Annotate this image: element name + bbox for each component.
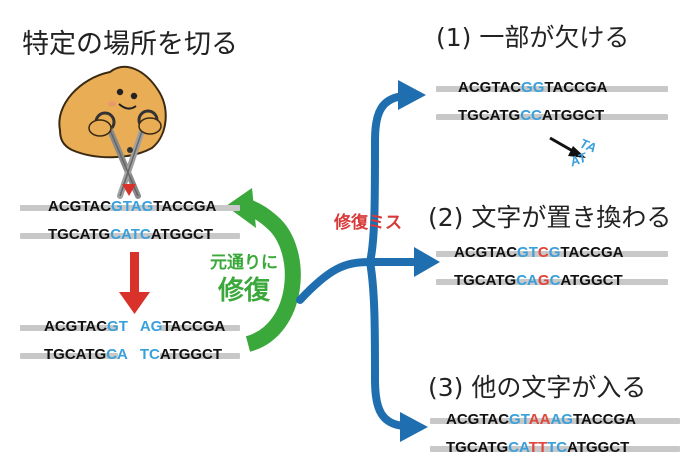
- seq-target: TC: [547, 439, 568, 456]
- seq-target: CC: [520, 107, 542, 124]
- seq-target: CA: [508, 439, 529, 456]
- case1-bottom-strand: TGCATGCCATGGCT: [458, 107, 604, 125]
- removed-arrow-icon: [549, 136, 586, 158]
- case3-title: (3) 他の文字が入る: [428, 373, 647, 402]
- strand-line: [20, 205, 240, 211]
- main-title: 特定の場所を切る: [22, 29, 238, 60]
- seq-segment: ATGGCT: [159, 346, 223, 363]
- case3-top-strand: ACGTACGTAAAGTACCGA: [446, 411, 636, 429]
- case1-title: (1) 一部が欠ける: [436, 23, 630, 52]
- arrow-head-case2: [414, 247, 440, 277]
- strand-line: [436, 114, 668, 120]
- case1-top-strand: ACGTACGGTACCGA: [458, 79, 607, 97]
- strand-line: [160, 325, 240, 331]
- seq-segment: TACCGA: [162, 318, 226, 335]
- arrow-head-case3: [400, 412, 428, 442]
- cut-top-strand: ACGTACGT AGTACCGA: [44, 318, 225, 336]
- seq-target: CA: [106, 346, 128, 363]
- seq-target: AG: [139, 318, 163, 335]
- strand-line: [436, 279, 668, 285]
- seq-segment: ATGGCT: [560, 272, 623, 289]
- strand-line: [20, 353, 118, 359]
- seq-segment: ACGTAC: [458, 79, 522, 96]
- seq-segment: ATGGCT: [150, 226, 213, 243]
- restore-arrow-icon: [226, 188, 301, 352]
- seq-segment: TACCGA: [544, 79, 608, 96]
- seq-segment: TGCATG: [458, 107, 521, 124]
- seq-target: GT: [107, 318, 128, 335]
- restore-label-2: 修復: [217, 276, 270, 306]
- seq-mutation: G: [537, 272, 550, 289]
- seq-target: CA: [516, 272, 538, 289]
- seq-segment: ACGTAC: [44, 318, 108, 335]
- strand-line: [436, 86, 668, 92]
- seq-segment: TACCGA: [153, 198, 217, 215]
- seq-segment: ACGTAC: [48, 198, 112, 215]
- seq-target: CATC: [110, 226, 151, 243]
- restore-label-1: 元通りに: [210, 253, 278, 273]
- strand-line: [430, 446, 680, 452]
- strand-line: [20, 325, 118, 331]
- seq-segment: TGCATG: [454, 272, 517, 289]
- strand-line: [20, 233, 240, 239]
- cut-marker-icon: [122, 184, 136, 196]
- case3-bottom-strand: TGCATGCATTTCATGGCT: [446, 439, 629, 457]
- seq-segment: ATGGCT: [541, 107, 605, 124]
- original-bottom-strand: TGCATGCATCATGGCT: [48, 226, 213, 244]
- seq-target: GTAG: [111, 198, 154, 215]
- case2-bottom-strand: TGCATGCAGCATGGCT: [454, 272, 623, 290]
- strand-line: [160, 353, 240, 359]
- cut-bottom-strand: TGCATGCA TCATGGCT: [44, 346, 222, 364]
- seq-segment: TACCGA: [560, 244, 624, 261]
- seq-segment: TACCGA: [572, 411, 636, 428]
- branch-arrow-icon: [296, 92, 424, 430]
- strand-line: [436, 251, 668, 257]
- seq-segment: TGCATG: [446, 439, 509, 456]
- original-top-strand: ACGTACGTAGTACCGA: [48, 198, 216, 216]
- seq-target: G: [548, 244, 561, 261]
- seq-target: TC: [139, 346, 160, 363]
- repair-error-label: 修復ミス: [334, 213, 402, 233]
- seq-target: AG: [550, 411, 573, 428]
- seq-target: GG: [521, 79, 545, 96]
- seq-target: GT: [517, 244, 538, 261]
- seq-segment: ACGTAC: [446, 411, 510, 428]
- arrow-head-case1: [398, 80, 426, 110]
- down-arrow-icon: [119, 252, 150, 314]
- seq-segment: ATGGCT: [567, 439, 630, 456]
- seq-insertion: TT: [528, 439, 548, 456]
- seq-segment: TGCATG: [48, 226, 111, 243]
- seq-mutation: C: [537, 244, 549, 261]
- strand-line: [430, 418, 680, 424]
- case2-top-strand: ACGTACGTCGTACCGA: [454, 244, 623, 262]
- case2-title: (2) 文字が置き換わる: [428, 203, 672, 232]
- seq-segment: TGCATG: [44, 346, 107, 363]
- seq-target: C: [549, 272, 561, 289]
- seq-target: GT: [509, 411, 529, 428]
- seq-segment: ACGTAC: [454, 244, 518, 261]
- seq-insertion: AA: [528, 411, 551, 428]
